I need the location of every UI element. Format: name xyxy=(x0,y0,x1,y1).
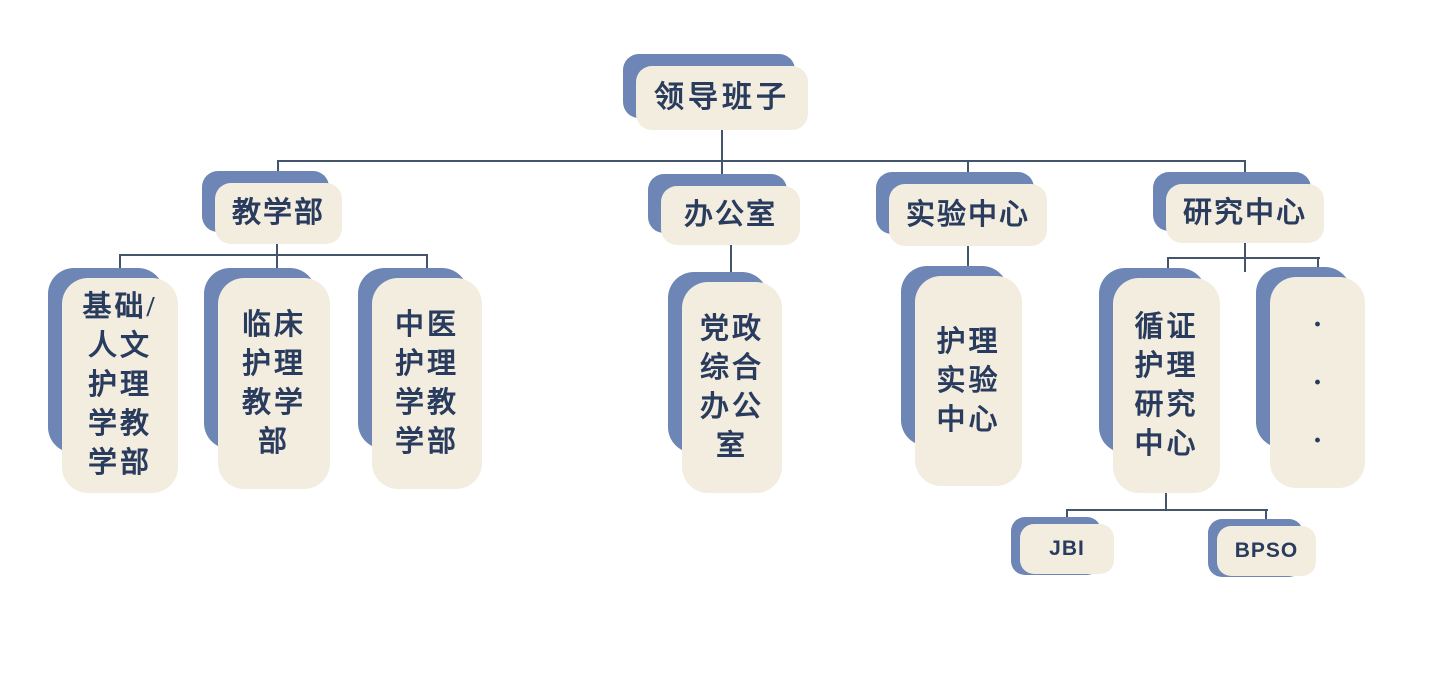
node-face: 护理 实验 中心 xyxy=(915,276,1022,486)
node-face: JBI xyxy=(1020,524,1114,574)
node-label: 临床 护理 教学 部 xyxy=(241,308,306,458)
node-label: 教学部 xyxy=(231,197,325,230)
node-label: 办公室 xyxy=(683,199,777,232)
node-label: 实验中心 xyxy=(905,198,1030,231)
connector-ebn-horizontal xyxy=(1066,509,1268,511)
org-node-nursing-lab-center: 护理 实验 中心 xyxy=(901,266,1022,486)
node-face: 实验中心 xyxy=(889,184,1047,246)
connector-ebn-stem xyxy=(1165,493,1167,511)
node-face: 教学部 xyxy=(215,183,342,244)
connector-teaching-stem xyxy=(276,244,278,282)
node-label: 护理 实验 中心 xyxy=(936,325,1001,436)
node-label: 领导班子 xyxy=(654,81,790,115)
node-face: 基础/ 人文 护理 学教 学部 xyxy=(62,278,178,493)
org-node-more-placeholder: · · · xyxy=(1256,267,1365,488)
org-node-bpso: BPSO xyxy=(1208,519,1316,577)
org-node-basic-humanities-nursing-dept: 基础/ 人文 护理 学教 学部 xyxy=(48,268,178,493)
connector-drop-tcm xyxy=(426,254,428,281)
node-face: 研究中心 xyxy=(1166,184,1324,243)
node-face: BPSO xyxy=(1217,526,1316,576)
node-face: 中医 护理 学教 学部 xyxy=(372,278,482,489)
connector-research-horizontal xyxy=(1167,257,1320,259)
connector-lab-to-nursing-lab xyxy=(967,245,969,279)
node-face: 办公室 xyxy=(661,186,800,245)
connector-root-to-office xyxy=(721,130,723,188)
node-face: · · · xyxy=(1270,277,1365,488)
org-node-clinical-nursing-dept: 临床 护理 教学 部 xyxy=(204,268,330,489)
node-label: 中医 护理 学教 学部 xyxy=(394,308,459,458)
node-face: 党政 综合 办公 室 xyxy=(682,282,782,493)
connector-office-to-party xyxy=(730,245,732,285)
connector-level1-horizontal xyxy=(277,160,1246,162)
node-label: JBI xyxy=(1049,536,1085,560)
org-node-ebn-research-center: 循证 护理 研究 中心 xyxy=(1099,268,1220,493)
connector-teaching-horizontal xyxy=(119,254,428,256)
org-node-party-admin-office: 党政 综合 办公 室 xyxy=(668,272,782,493)
org-node-leadership: 领导班子 xyxy=(623,54,808,130)
connector-drop-bpso xyxy=(1265,509,1267,528)
org-node-jbi: JBI xyxy=(1011,517,1114,575)
node-label: 党政 综合 办公 室 xyxy=(699,312,764,462)
node-label: BPSO xyxy=(1234,538,1299,562)
ellipsis-dots: · · · xyxy=(1312,307,1323,457)
org-node-teaching-dept: 教学部 xyxy=(202,171,342,244)
node-label: 基础/ 人文 护理 学教 学部 xyxy=(82,291,158,479)
connector-drop-basic xyxy=(119,254,121,281)
node-face: 领导班子 xyxy=(636,66,808,130)
node-label: 循证 护理 研究 中心 xyxy=(1134,310,1199,460)
node-face: 临床 护理 教学 部 xyxy=(218,278,330,489)
org-node-lab-center: 实验中心 xyxy=(876,172,1047,246)
node-face: 循证 护理 研究 中心 xyxy=(1113,278,1220,493)
org-node-office: 办公室 xyxy=(648,174,800,245)
org-node-tcm-nursing-dept: 中医 护理 学教 学部 xyxy=(358,268,482,489)
node-label: 研究中心 xyxy=(1182,197,1307,230)
org-node-research-center: 研究中心 xyxy=(1153,172,1324,243)
